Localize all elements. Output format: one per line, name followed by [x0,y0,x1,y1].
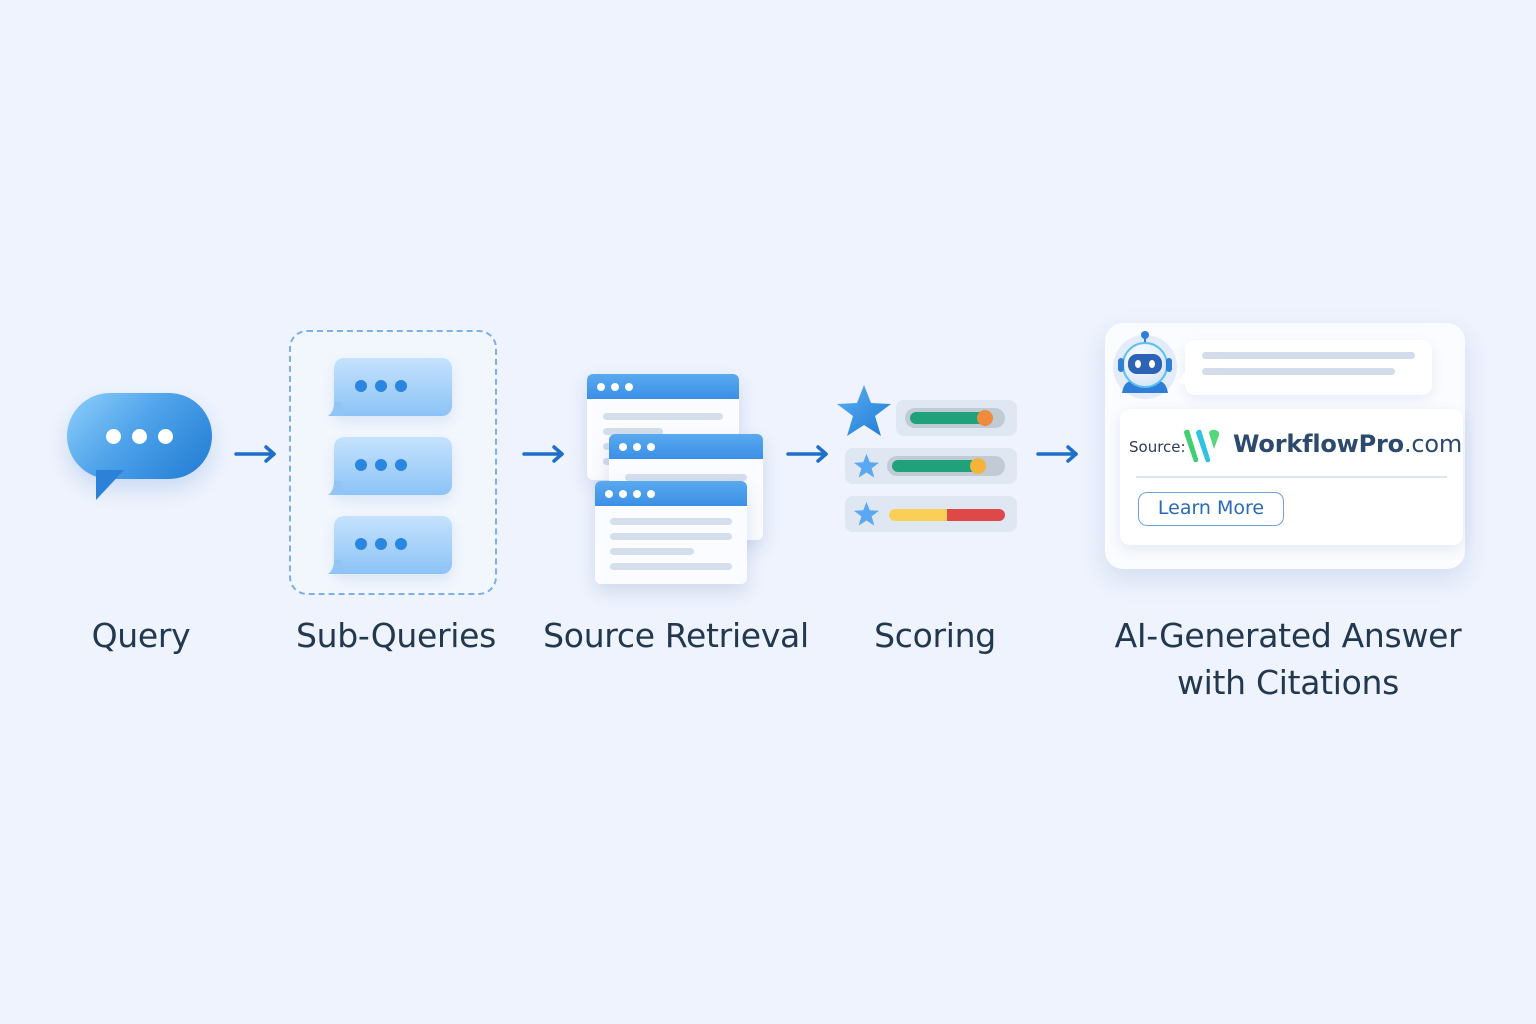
star-small-icon [853,501,880,526]
arrow-right-icon [1036,445,1078,463]
learn-more-button[interactable]: Learn More [1138,492,1284,526]
browser-window-icon [595,481,747,584]
score-knob [970,458,987,474]
step-label-ai-answer-line1: AI-Generated Answer [1114,616,1462,655]
step-label-query: Query [91,616,191,655]
star-small-icon [853,453,880,478]
typing-dots-icon [106,429,173,444]
sub-query-bubble-icon [328,358,452,416]
brand-tld: .com [1403,430,1463,458]
brand-name: WorkflowPro [1233,430,1404,458]
step-label-ai-answer-line2: with Citations [1176,663,1400,702]
robot-avatar-icon [1113,331,1177,399]
workflowpro-logo-icon [1184,429,1220,463]
arrow-right-icon [522,445,564,463]
score-bar-fill [910,412,988,424]
score-bar-fill [892,460,981,472]
score-bar-segment [947,509,1005,521]
chat-bubble-icon [67,393,212,479]
answer-speech-bubble [1185,340,1432,395]
speech-bubble-tail-icon [1176,362,1190,386]
step-label-scoring: Scoring [874,616,996,655]
chat-bubble-tail-icon [96,470,124,500]
sub-query-bubble-icon [328,516,452,574]
star-large-icon [837,385,891,436]
score-bar-segment [889,509,947,521]
citation-source-name[interactable]: WorkflowPro.com [1233,430,1462,458]
citation-divider [1136,476,1447,478]
step-label-source-retrieval: Source Retrieval [543,616,809,655]
step-label-sub-queries: Sub-Queries [295,616,497,655]
arrow-right-icon [234,445,276,463]
source-prefix-label: Source: [1129,438,1186,456]
sub-query-bubble-icon [328,437,452,495]
score-knob [977,410,994,426]
arrow-right-icon [786,445,828,463]
